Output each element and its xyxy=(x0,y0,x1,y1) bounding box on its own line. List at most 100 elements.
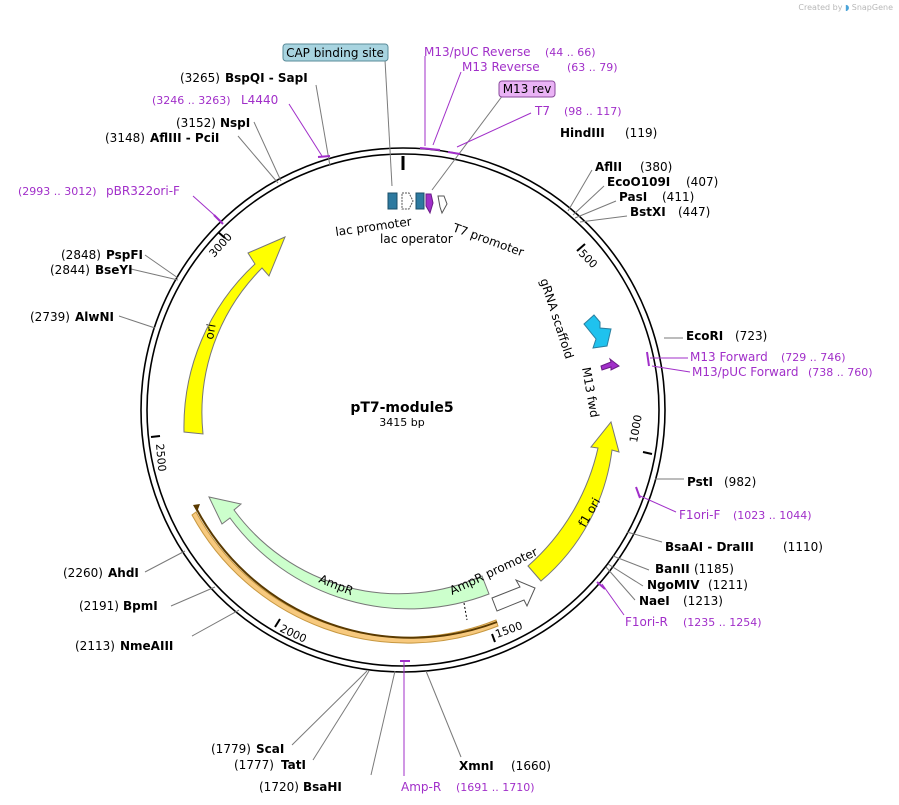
primer-m13-forward[interactable]: M13 Forward (729 .. 746) xyxy=(646,350,846,367)
svg-text:(2113): (2113) xyxy=(75,639,115,653)
ampr-orf-line xyxy=(194,505,498,639)
svg-text:AflII: AflII xyxy=(595,160,622,174)
svg-text:(98 .. 117): (98 .. 117) xyxy=(564,105,622,118)
svg-text:AhdI: AhdI xyxy=(108,566,139,580)
lac-promoter-arrow[interactable] xyxy=(401,192,414,210)
site-hindiii[interactable]: HindIII (119) xyxy=(560,126,657,140)
site-nspi[interactable]: NspI (3152) xyxy=(176,116,282,182)
ampr-orf-highlight xyxy=(191,511,499,644)
t7-promoter-arrow[interactable] xyxy=(437,195,448,215)
site-pasi[interactable]: PasI (411) xyxy=(574,190,694,219)
primer-amp-r[interactable]: Amp-R (1691 .. 1710) xyxy=(400,660,535,794)
primer-m13-reverse[interactable]: M13 Reverse (63 .. 79) xyxy=(432,60,618,146)
plasmid-length: 3415 bp xyxy=(379,416,424,429)
svg-text:HindIII: HindIII xyxy=(560,126,605,140)
ampr-feature[interactable] xyxy=(208,496,490,610)
site-tati[interactable]: TatI (1777) xyxy=(234,670,370,772)
svg-text:M13/pUC Reverse: M13/pUC Reverse xyxy=(424,45,531,59)
tick-1000: 1000 xyxy=(627,414,653,455)
svg-text:(1110): (1110) xyxy=(783,540,823,554)
svg-text:(2848): (2848) xyxy=(61,248,101,262)
site-bseyi[interactable]: BseYI (2844) xyxy=(50,263,179,281)
svg-text:(1691 .. 1710): (1691 .. 1710) xyxy=(456,781,535,794)
primer-m13puc-reverse[interactable]: M13/pUC Reverse (44 .. 66) xyxy=(419,45,596,151)
backbone-outer xyxy=(140,147,666,673)
svg-text:(44 .. 66): (44 .. 66) xyxy=(545,46,596,59)
svg-text:M13/pUC Forward: M13/pUC Forward xyxy=(692,365,799,379)
svg-text:Amp-R: Amp-R xyxy=(401,780,441,794)
svg-text:NaeI: NaeI xyxy=(639,594,670,608)
ori-label: ori xyxy=(202,323,218,341)
site-bstxi[interactable]: BstXI (447) xyxy=(579,205,710,223)
svg-text:(63 .. 79): (63 .. 79) xyxy=(567,61,618,74)
site-xmni[interactable]: XmnI (1660) xyxy=(425,670,551,773)
snapgene-logo-icon: ◗ xyxy=(844,3,850,12)
svg-text:EcoO109I: EcoO109I xyxy=(607,175,670,189)
ampr-orf-arrowhead xyxy=(193,504,200,512)
svg-text:BstXI: BstXI xyxy=(630,205,666,219)
site-ecoo109i[interactable]: EcoO109I (407) xyxy=(572,175,718,216)
backbone-inner xyxy=(146,153,660,667)
svg-text:(723): (723) xyxy=(735,329,767,343)
svg-text:PspFI: PspFI xyxy=(106,248,143,262)
ampr-promoter-feature[interactable] xyxy=(491,578,536,612)
svg-text:(1023 .. 1044): (1023 .. 1044) xyxy=(733,509,812,522)
site-nmeaiii[interactable]: NmeAIII (2113) xyxy=(75,609,240,653)
tick-label-3000: 3000 xyxy=(207,231,235,261)
site-pspfi[interactable]: PspFI (2848) xyxy=(61,248,179,279)
site-bpmi[interactable]: BpmI (2191) xyxy=(79,586,216,613)
svg-text:(738 .. 760): (738 .. 760) xyxy=(808,366,873,379)
svg-text:ScaI: ScaI xyxy=(256,742,284,756)
cap-binding-site[interactable]: CAP binding site xyxy=(282,43,393,187)
m13-rev-box-label: M13 rev xyxy=(503,82,552,96)
svg-text:(3265): (3265) xyxy=(180,71,220,85)
site-banii[interactable]: BanII (1185) xyxy=(612,555,734,576)
svg-text:BseYI: BseYI xyxy=(95,263,133,277)
f1-ori-feature[interactable] xyxy=(527,420,620,582)
primer-l4440[interactable]: L4440 (3246 .. 3263) xyxy=(152,93,331,158)
primer-f1ori-r[interactable]: F1ori-R (1235 .. 1254) xyxy=(596,581,762,629)
snapgene-credit: Created by ◗ SnapGene xyxy=(798,3,893,12)
svg-text:(729 .. 746): (729 .. 746) xyxy=(781,351,846,364)
site-afliii[interactable]: AflIII - PciI (3148) xyxy=(105,131,279,184)
site-ahdi[interactable]: AhdI (2260) xyxy=(63,550,186,580)
site-ecori[interactable]: EcoRI (723) xyxy=(664,329,767,343)
ori-feature[interactable] xyxy=(183,236,286,435)
site-bspqi[interactable]: BspQI - SapI (3265) xyxy=(180,71,331,167)
svg-text:NspI: NspI xyxy=(220,116,250,130)
site-bsaai[interactable]: BsaAI - DraIII (1110) xyxy=(626,531,823,554)
svg-text:BsaAI - DraIII: BsaAI - DraIII xyxy=(665,540,754,554)
m13-rev-box[interactable]: M13 rev xyxy=(431,80,556,191)
svg-text:(407): (407) xyxy=(686,175,718,189)
site-bsahi[interactable]: BsaHI (1720) xyxy=(259,670,396,794)
primer-m13puc-forward[interactable]: M13/pUC Forward (738 .. 760) xyxy=(651,365,873,379)
svg-text:L4440: L4440 xyxy=(241,93,278,107)
svg-text:(380): (380) xyxy=(640,160,672,174)
primer-f1ori-f[interactable]: F1ori-F (1023 .. 1044) xyxy=(635,486,812,522)
m13-rev-feature[interactable] xyxy=(425,193,434,215)
svg-text:(2260): (2260) xyxy=(63,566,103,580)
site-aflii[interactable]: AflII (380) xyxy=(567,160,672,212)
primer-t7[interactable]: T7 (98 .. 117) xyxy=(447,104,622,155)
grna-scaffold-feature[interactable] xyxy=(583,314,612,349)
lac-operator-block[interactable] xyxy=(415,192,425,210)
tick-3000: 3000 xyxy=(207,231,235,261)
site-naei[interactable]: NaeI (1213) xyxy=(605,566,723,608)
site-psti[interactable]: PstI (982) xyxy=(655,475,756,489)
site-ngomiv[interactable]: NgoMIV (1211) xyxy=(607,563,748,592)
svg-text:(982): (982) xyxy=(724,475,756,489)
tick-label-1000: 1000 xyxy=(627,414,645,444)
svg-text:(3246 .. 3263): (3246 .. 3263) xyxy=(152,94,231,107)
lac-promoter-block[interactable] xyxy=(387,192,398,210)
m13-fwd-feature[interactable] xyxy=(600,357,620,371)
svg-text:pBR322ori-F: pBR322ori-F xyxy=(106,184,180,198)
svg-text:(411): (411) xyxy=(662,190,694,204)
svg-text:(119): (119) xyxy=(625,126,657,140)
site-alwni[interactable]: AlwNI (2739) xyxy=(30,310,156,329)
primer-pbr322ori-f[interactable]: pBR322ori-F (2993 .. 3012) xyxy=(18,184,224,225)
svg-text:EcoRI: EcoRI xyxy=(686,329,723,343)
tick-2500: 2500 xyxy=(150,435,168,472)
site-scai[interactable]: ScaI (1779) xyxy=(211,670,368,756)
svg-text:(1660): (1660) xyxy=(511,759,551,773)
svg-text:(2739): (2739) xyxy=(30,310,70,324)
